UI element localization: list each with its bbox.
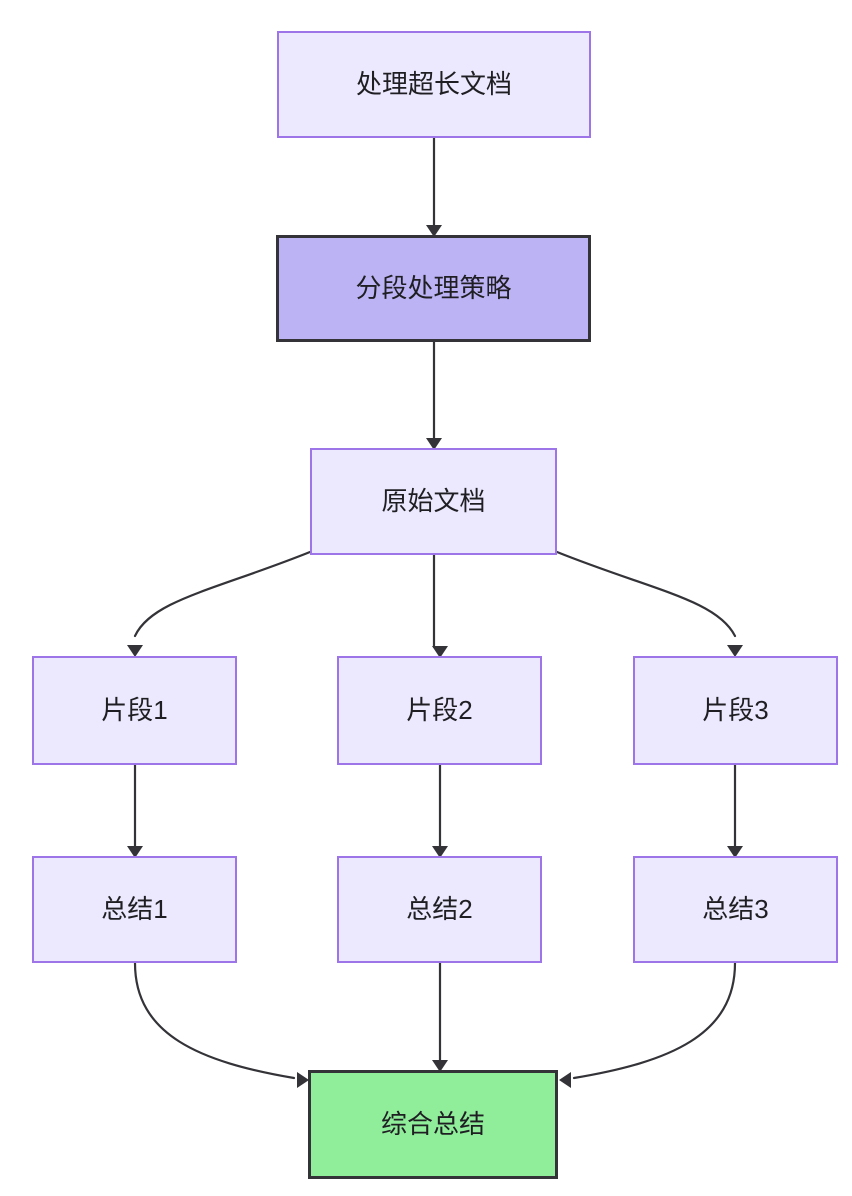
node-final_summary[interactable]: 综合总结 bbox=[308, 1070, 558, 1179]
edge-line-e9 bbox=[133, 961, 296, 1080]
node-summary_3[interactable]: 总结3 bbox=[633, 856, 838, 963]
edge-fragment_1-to-summary_1 bbox=[127, 763, 143, 858]
edge-line-e5 bbox=[555, 550, 737, 638]
node-fragment_3[interactable]: 片段3 bbox=[633, 656, 838, 765]
node-label-source_doc: 原始文档 bbox=[381, 485, 486, 516]
node-summary_2[interactable]: 总结2 bbox=[337, 856, 542, 963]
node-label-summary_3: 总结3 bbox=[702, 893, 769, 924]
node-label-fragment_3: 片段3 bbox=[702, 694, 769, 725]
arrowhead-icon-e5 bbox=[727, 645, 743, 657]
arrowhead-icon-e7 bbox=[432, 846, 448, 858]
edge-fragment_2-to-summary_2 bbox=[432, 763, 448, 858]
arrowhead-icon-e8 bbox=[727, 846, 743, 858]
arrowhead-icon-e9 bbox=[297, 1072, 309, 1088]
node-label-fragment_2: 片段2 bbox=[406, 694, 473, 725]
edge-summary_3-to-final_summary bbox=[559, 961, 737, 1088]
node-chunk_strategy[interactable]: 分段处理策略 bbox=[276, 235, 591, 342]
node-label-final_summary: 综合总结 bbox=[380, 1108, 485, 1139]
arrowhead-icon-e3 bbox=[127, 645, 143, 657]
edge-source_doc-to-fragment_1 bbox=[127, 550, 312, 657]
node-label-chunk_strategy: 分段处理策略 bbox=[355, 272, 512, 303]
node-label-doc_long: 处理超长文档 bbox=[355, 68, 512, 99]
edge-line-e11 bbox=[572, 961, 737, 1080]
arrowhead-icon-e4 bbox=[432, 646, 448, 658]
node-label-summary_2: 总结2 bbox=[406, 893, 473, 924]
node-summary_1[interactable]: 总结1 bbox=[32, 856, 237, 963]
arrowhead-icon-e1 bbox=[426, 225, 442, 237]
arrowhead-icon-e2 bbox=[426, 438, 442, 450]
arrowhead-icon-e6 bbox=[127, 846, 143, 858]
edge-source_doc-to-fragment_2 bbox=[432, 553, 448, 658]
node-label-summary_1: 总结1 bbox=[101, 893, 168, 924]
edge-line-e3 bbox=[133, 550, 312, 638]
edge-doc_long-to-chunk_strategy bbox=[426, 136, 442, 237]
node-fragment_2[interactable]: 片段2 bbox=[337, 656, 542, 765]
node-label-fragment_1: 片段1 bbox=[101, 694, 168, 725]
node-source_doc[interactable]: 原始文档 bbox=[310, 448, 557, 555]
edge-source_doc-to-fragment_3 bbox=[555, 550, 743, 657]
edge-summary_2-to-final_summary bbox=[432, 961, 448, 1072]
node-fragment_1[interactable]: 片段1 bbox=[32, 656, 237, 765]
arrowhead-icon-e10 bbox=[432, 1060, 448, 1072]
arrowhead-icon-e11 bbox=[559, 1072, 571, 1088]
edge-summary_1-to-final_summary bbox=[133, 961, 309, 1088]
edge-fragment_3-to-summary_3 bbox=[727, 763, 743, 858]
node-doc_long[interactable]: 处理超长文档 bbox=[277, 31, 591, 138]
edge-chunk_strategy-to-source_doc bbox=[426, 340, 442, 450]
